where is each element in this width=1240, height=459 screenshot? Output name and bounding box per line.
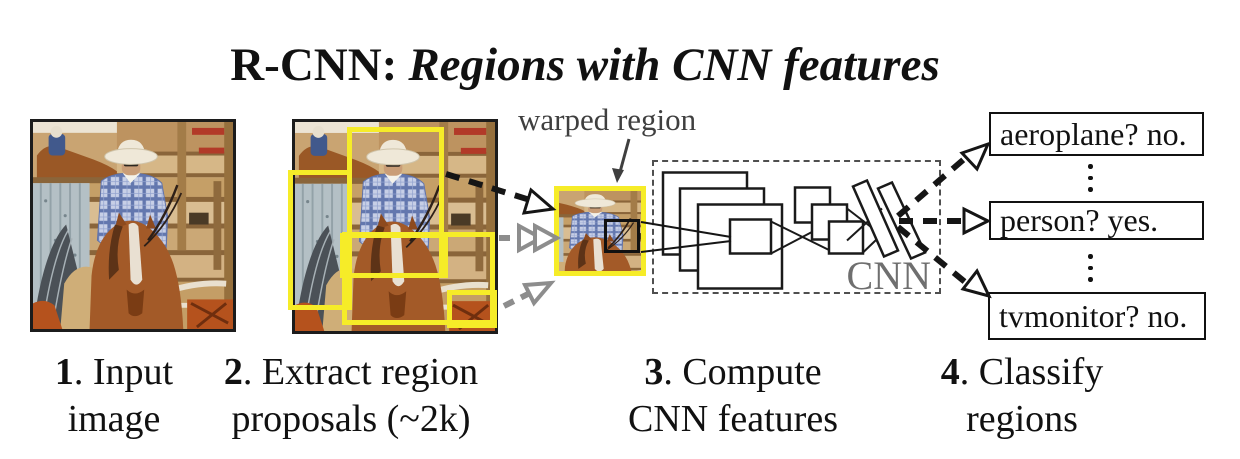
step-number: 1 — [54, 351, 74, 393]
step-number: 4 — [940, 351, 960, 393]
classification-text: person? yes. — [1000, 202, 1159, 238]
classification-box-aeroplane: aeroplane? no. — [989, 112, 1204, 156]
warped-region-label: warped region — [518, 102, 697, 137]
ellipsis-dots-icon — [1088, 254, 1093, 282]
step-label-input-image: 1. Input image — [54, 351, 174, 440]
ellipsis-dots-icon — [1088, 164, 1093, 192]
proposal-box — [288, 170, 352, 310]
proposal-box — [342, 232, 495, 325]
page-title: R-CNN:Regions with CNN features — [0, 38, 1205, 92]
classification-text: tvmonitor? no. — [999, 297, 1188, 334]
proposal-box — [447, 290, 497, 328]
cnn-label: CNN — [846, 253, 931, 298]
classification-box-person: person? yes. — [989, 201, 1204, 240]
title-emphasis: Regions with CNN features — [408, 39, 940, 91]
proposal-to-warp-gray-arrow-icon — [499, 222, 562, 254]
step-number: 3 — [644, 351, 664, 393]
proposal-to-warp-diagonal-arrow-icon — [502, 280, 556, 309]
classification-text: aeroplane? no. — [1000, 115, 1187, 152]
step-label-classify-regions: 4. Classify regions — [940, 351, 1104, 440]
ranch-photo — [33, 122, 233, 329]
step-label-compute-features: 3. Compute CNN features — [628, 351, 838, 440]
region-proposals-image — [288, 119, 498, 334]
title-prefix: R-CNN: — [230, 39, 398, 91]
cnn-diagram — [661, 171, 927, 290]
classification-box-tvmonitor: tvmonitor? no. — [988, 292, 1206, 340]
input-image — [30, 119, 236, 332]
warped-region-pointer-arrow-icon — [612, 138, 631, 183]
receptive-field-box — [604, 219, 640, 253]
step-number: 2 — [223, 351, 243, 393]
cnn-box: CNN — [652, 160, 941, 298]
step-label-extract-proposals: 2. Extract region proposals (~2k) — [223, 351, 479, 440]
